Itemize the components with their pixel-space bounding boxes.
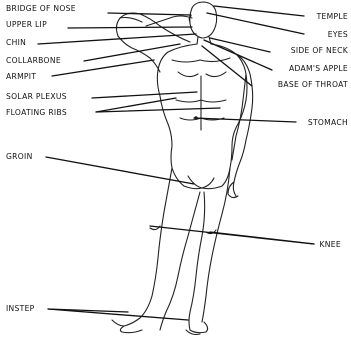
leader-side-of-neck <box>210 38 270 52</box>
label-chin: CHIN <box>6 38 26 47</box>
label-instep: INSTEP <box>6 304 35 313</box>
leader-base-of-throat <box>202 46 252 86</box>
leader-eyes <box>207 13 304 34</box>
label-temple: TEMPLE <box>317 12 348 21</box>
leader-knee-2 <box>210 232 314 244</box>
leader-collarbone <box>84 44 180 61</box>
leader-solar-plexus <box>92 92 197 98</box>
label-bridge-of-nose: BRIDGE OF NOSE <box>6 4 76 13</box>
leader-bridge-of-nose <box>108 13 191 15</box>
label-floating-ribs: FLOATING RIBS <box>6 108 67 117</box>
label-base-of-throat: BASE OF THROAT <box>278 80 348 89</box>
leader-temple <box>214 6 304 16</box>
label-knee: KNEE <box>320 240 341 249</box>
leader-upper-lip <box>68 27 192 28</box>
label-solar-plexus: SOLAR PLEXUS <box>6 92 67 101</box>
label-collarbone: COLLARBONE <box>6 56 61 65</box>
leader-chin <box>38 34 196 44</box>
label-upper-lip: UPPER LIP <box>6 20 47 29</box>
label-groin: GROIN <box>6 152 33 161</box>
label-side-of-neck: SIDE OF NECK <box>291 46 348 55</box>
label-stomach: STOMACH <box>308 118 348 127</box>
label-adams-apple: ADAM'S APPLE <box>289 64 348 73</box>
label-eyes: EYES <box>328 30 348 39</box>
leader-armpit <box>52 60 154 76</box>
leader-lines <box>38 6 314 320</box>
label-armpit: ARMPIT <box>6 72 36 81</box>
